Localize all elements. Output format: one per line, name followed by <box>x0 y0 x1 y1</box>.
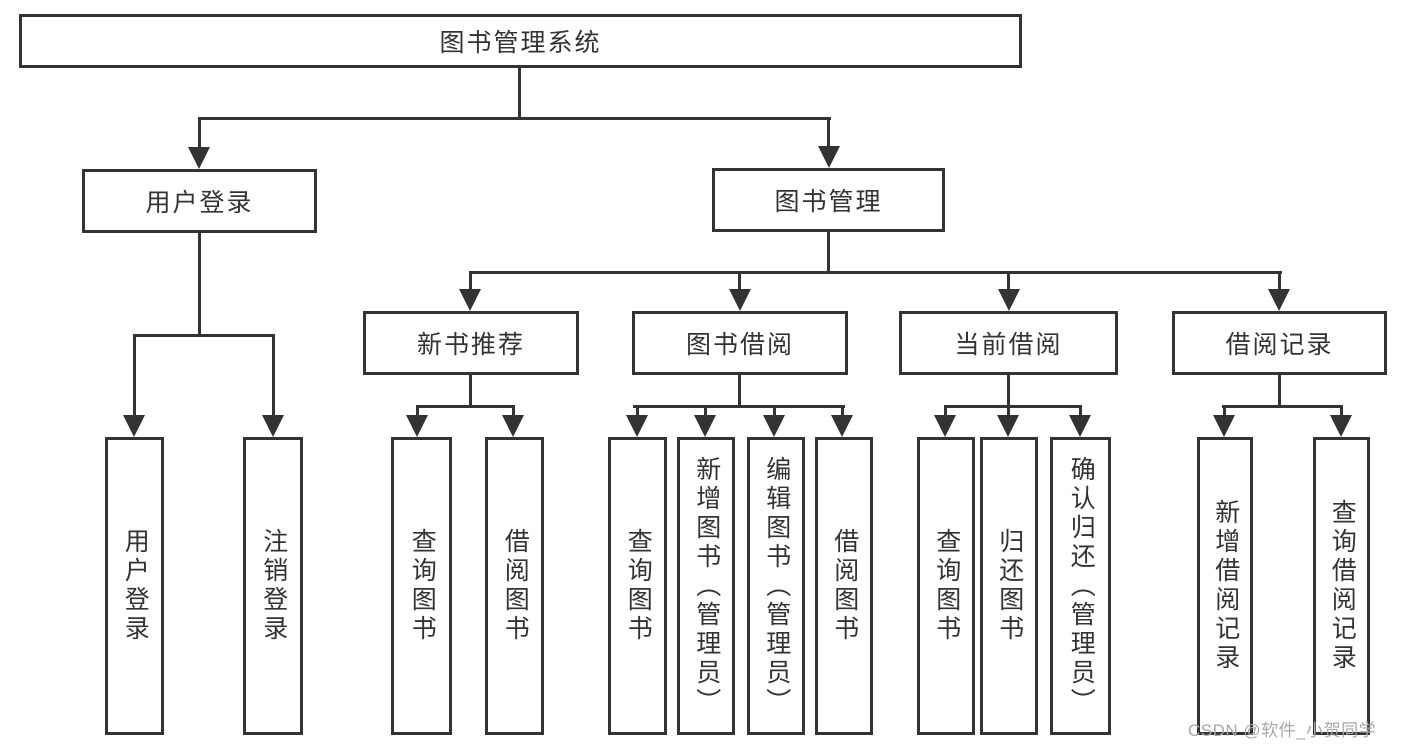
leaf-userlogin-logout-label: 注销登录 <box>259 528 288 644</box>
node-current-borrow-label: 当前借阅 <box>954 331 1063 359</box>
arrowhead-icon <box>998 289 1020 311</box>
node-borrow-record-label: 借阅记录 <box>1225 331 1334 359</box>
node-book-borrow: 图书借阅 <box>632 311 848 375</box>
leaf-newbook-query: 查询图书 <box>391 437 452 735</box>
leaf-record-add: 新增借阅记录 <box>1197 437 1253 735</box>
connector-drop <box>636 405 639 421</box>
connector-userlogin-drop <box>198 233 201 337</box>
connector-drop <box>272 334 275 420</box>
node-new-book-label: 新书推荐 <box>416 331 525 359</box>
arrowhead-icon <box>763 415 785 437</box>
csdn-watermark: CSDN @软件_小贺同学 <box>1188 721 1377 740</box>
connector-drop <box>773 405 776 421</box>
connector-drop <box>841 405 844 421</box>
arrowhead-icon <box>262 415 284 437</box>
leaf-newbook-borrow-label: 借阅图书 <box>501 528 530 644</box>
connector-userlogin-bus <box>133 334 275 337</box>
connector-currentborrow-drop <box>1007 375 1010 408</box>
leaf-currentborrow-return-label: 归还图书 <box>995 528 1024 644</box>
connector-drop <box>133 334 136 420</box>
arrowhead-icon <box>123 415 145 437</box>
connector-drop <box>1007 271 1010 295</box>
leaf-currentborrow-query: 查询图书 <box>917 437 975 735</box>
connector-drop <box>512 405 515 421</box>
node-root: 图书管理系统 <box>19 14 1022 68</box>
connector-drop <box>1223 405 1226 421</box>
node-new-book: 新书推荐 <box>363 311 579 375</box>
arrowhead-icon <box>694 415 716 437</box>
leaf-bookborrow-edit-label: 编辑图书（管理员） <box>762 455 791 717</box>
arrowhead-icon <box>934 415 956 437</box>
connector-drop <box>944 405 947 421</box>
arrowhead-icon <box>1330 415 1352 437</box>
connector-newbook-bus <box>416 405 515 408</box>
leaf-record-add-label: 新增借阅记录 <box>1211 499 1240 673</box>
leaf-currentborrow-confirm: 确认归还（管理员） <box>1050 437 1111 735</box>
connector-root-drop <box>518 68 521 119</box>
arrowhead-icon <box>729 289 751 311</box>
leaf-bookborrow-edit: 编辑图书（管理员） <box>747 437 805 735</box>
leaf-newbook-query-label: 查询图书 <box>408 528 437 644</box>
connector-newbook-drop <box>469 375 472 408</box>
arrowhead-icon <box>997 415 1019 437</box>
arrowhead-icon <box>1069 415 1091 437</box>
connector-drop <box>738 271 741 295</box>
arrowhead-icon <box>1213 415 1235 437</box>
arrowhead-icon <box>406 415 428 437</box>
connector-currentborrow-bus <box>944 405 1082 408</box>
node-user-login-label: 用户登录 <box>145 189 254 217</box>
node-book-mgmt-label: 图书管理 <box>774 188 883 216</box>
connector-bookmgmt-drop <box>827 232 830 273</box>
arrowhead-icon <box>831 415 853 437</box>
leaf-bookborrow-add-label: 新增图书（管理员） <box>692 455 721 717</box>
node-borrow-record: 借阅记录 <box>1172 311 1387 375</box>
connector-bookborrow-drop <box>738 375 741 408</box>
connector-drop-book-mgmt <box>827 117 830 149</box>
leaf-userlogin-logout: 注销登录 <box>243 437 303 735</box>
leaf-currentborrow-return: 归还图书 <box>980 437 1038 735</box>
arrowhead-icon <box>459 289 481 311</box>
arrowhead-icon <box>1268 289 1290 311</box>
leaf-userlogin-login: 用户登录 <box>105 437 164 735</box>
leaf-record-query: 查询借阅记录 <box>1313 437 1370 735</box>
connector-drop <box>1007 405 1010 421</box>
leaf-currentborrow-query-label: 查询图书 <box>932 528 961 644</box>
leaf-bookborrow-borrow-label: 借阅图书 <box>830 528 859 644</box>
connector-record-bus <box>1222 405 1343 408</box>
node-root-label: 图书管理系统 <box>439 29 602 57</box>
connector-drop <box>1278 271 1281 295</box>
connector-drop <box>469 271 472 295</box>
node-current-borrow: 当前借阅 <box>899 311 1118 375</box>
connector-drop <box>1340 405 1343 421</box>
connector-bookborrow-bus <box>633 405 845 408</box>
arrowhead-icon <box>188 147 210 169</box>
connector-l3-bus <box>469 271 1282 274</box>
leaf-userlogin-login-label: 用户登录 <box>121 528 150 644</box>
leaf-bookborrow-query: 查询图书 <box>608 437 667 735</box>
connector-drop <box>1079 405 1082 421</box>
connector-l2-bus <box>198 117 831 120</box>
arrowhead-icon <box>818 146 840 168</box>
node-book-borrow-label: 图书借阅 <box>685 331 794 359</box>
connector-drop <box>416 405 419 421</box>
connector-drop <box>704 405 707 421</box>
leaf-bookborrow-query-label: 查询图书 <box>624 528 653 644</box>
leaf-bookborrow-add: 新增图书（管理员） <box>677 437 735 735</box>
node-user-login: 用户登录 <box>82 169 317 233</box>
arrowhead-icon <box>626 415 648 437</box>
arrowhead-icon <box>502 415 524 437</box>
leaf-bookborrow-borrow: 借阅图书 <box>815 437 873 735</box>
connector-drop-user-login <box>198 117 201 150</box>
leaf-record-query-label: 查询借阅记录 <box>1328 499 1357 673</box>
leaf-newbook-borrow: 借阅图书 <box>485 437 544 735</box>
node-book-mgmt: 图书管理 <box>712 168 945 232</box>
connector-record-drop <box>1278 375 1281 408</box>
leaf-currentborrow-confirm-label: 确认归还（管理员） <box>1067 455 1096 717</box>
